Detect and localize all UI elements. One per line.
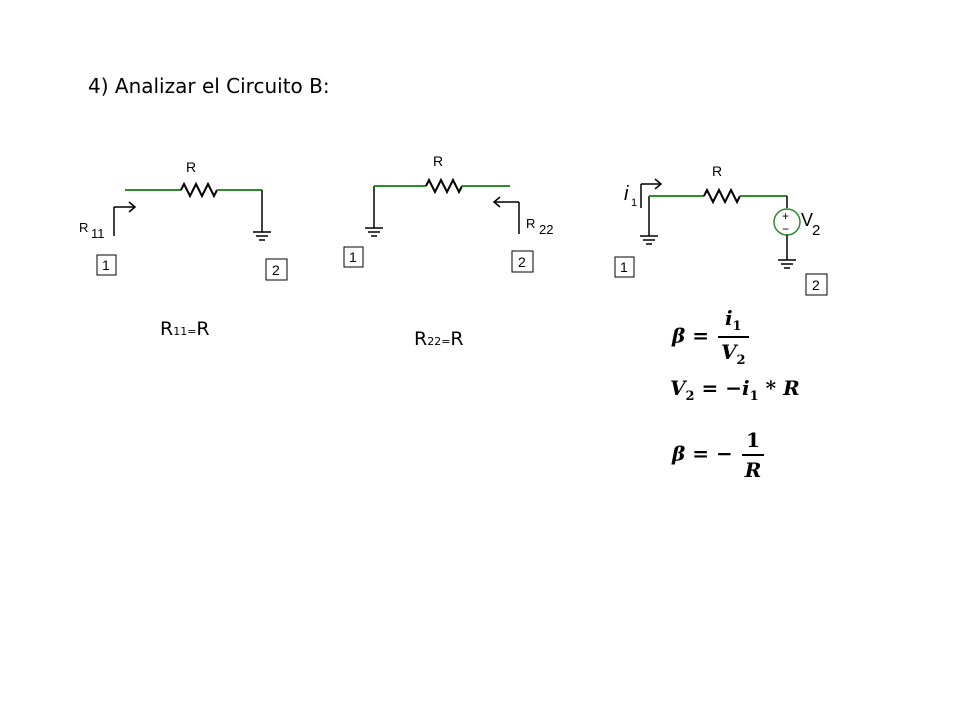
rhs: R [783,376,800,400]
fraction: 1 R [741,428,765,482]
multiply-op: * [765,376,777,400]
equation-beta-definition: β = i1 V2 [672,306,751,368]
voltage-plus: + [782,209,789,223]
port-label: R [79,220,88,235]
node-1-marker [614,256,635,278]
result-r11-rhs: R [196,318,210,340]
denominator: V [720,340,737,364]
node-1-label: 1 [620,259,628,275]
resistor-label: R [712,163,722,179]
lhs: V [670,376,686,400]
result-r22-rhs: R [450,328,464,350]
voltage-minus: − [782,222,789,236]
result-r11-sub: 11= [173,325,197,338]
node-2-marker [265,258,288,281]
beta-symbol: β [672,323,686,348]
current-var-sub: 1 [749,389,759,404]
circuit-1: R R 11 1 2 [79,159,288,281]
current-label: i [624,183,629,205]
node-2-label: 2 [518,254,526,270]
resistor-symbol [425,177,463,195]
result-r11: R11=R [160,318,210,340]
current-arrow-icon [640,178,663,208]
port-label-sub: 22 [539,222,553,237]
node-1-label: 1 [102,257,110,273]
circuit-2: R R 22 1 2 [343,153,553,273]
numerator: i [724,306,733,330]
page-title: 4) Analizar el Circuito B: [88,74,330,98]
resistor-label: R [186,159,196,175]
current-var: i [742,376,750,400]
node-2-marker [511,250,534,273]
negative-sign: − [725,376,743,400]
node-1-marker [343,246,364,268]
denominator-sub: 2 [736,353,746,368]
current-label-sub: 1 [631,197,637,209]
node-1-marker [96,254,117,276]
beta-symbol: β [672,441,686,466]
circuit-3: + − R i 1 V 2 1 2 [614,163,828,296]
ground-icon [640,235,658,245]
node-2-label: 2 [272,262,280,278]
equals-sign: = [692,441,710,466]
resistor-symbol [703,187,741,205]
port-arrow-icon [492,196,520,234]
ground-icon [365,227,383,237]
port-label-sub: 11 [91,226,105,241]
negative-sign: − [715,441,733,466]
numerator-sub: 1 [732,319,742,334]
port-arrow-icon [113,201,137,236]
port-label: R [526,216,535,231]
ground-icon [253,231,271,241]
equation-v2: V2 = −i1 * R [670,376,800,404]
resistor-symbol [180,181,218,199]
node-2-marker [805,273,828,296]
result-r22-main: R [414,328,428,350]
numerator: 1 [741,428,765,456]
equals-sign: = [692,323,710,348]
result-r22: R22=R [414,328,464,350]
result-r22-sub: 22= [427,335,451,348]
voltage-label-sub: 2 [812,222,820,239]
result-r11-main: R [160,318,174,340]
node-1-label: 1 [349,249,357,265]
resistor-label: R [433,153,443,169]
ground-icon [778,259,796,269]
node-2-label: 2 [812,277,820,293]
denominator: R [744,458,762,482]
equals-sign: = [701,376,719,400]
lhs-sub: 2 [685,389,695,404]
voltage-label: V [801,210,813,230]
equation-beta-result: β = − 1 R [672,428,766,482]
fraction: i1 V2 [717,306,749,368]
